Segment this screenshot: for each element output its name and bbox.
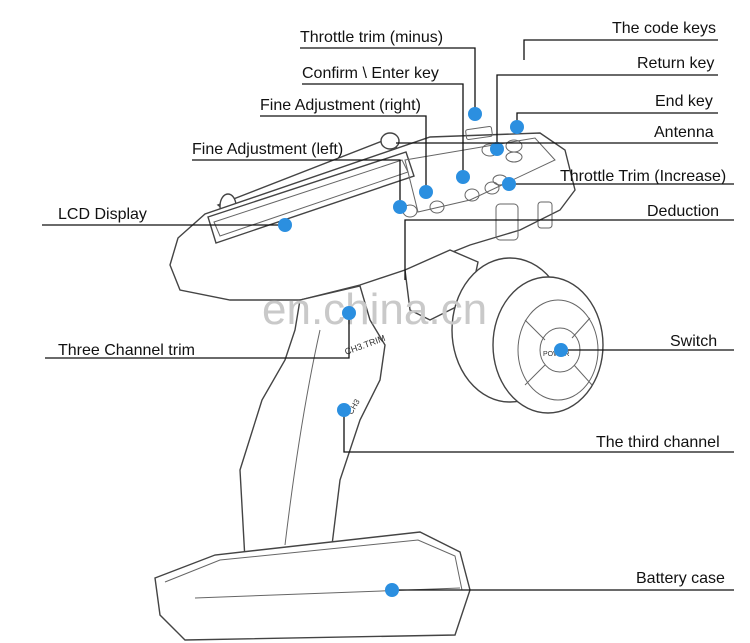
callout-code-keys: The code keys: [523, 20, 718, 60]
callout-third-channel: The third channel: [337, 403, 734, 453]
leader-line: [260, 115, 427, 191]
label-throttle-trim-increase: Throttle Trim (Increase): [560, 168, 726, 185]
callout-deduction: Deduction: [404, 203, 734, 280]
callout-end-key: End key: [510, 93, 718, 134]
label-code-keys: The code keys: [612, 20, 716, 37]
callout-dot: [502, 177, 516, 191]
label-fine-adj-left: Fine Adjustment (left): [192, 141, 343, 158]
callout-antenna: Antenna: [396, 124, 718, 144]
callout-three-channel-trim: Three Channel trim: [45, 306, 356, 359]
callout-dot: [456, 170, 470, 184]
callout-dot: [278, 218, 292, 232]
label-throttle-trim-minus: Throttle trim (minus): [300, 29, 443, 46]
callout-battery-case: Battery case: [385, 570, 734, 597]
label-third-channel: The third channel: [596, 434, 720, 451]
label-end-key: End key: [655, 93, 713, 110]
upper-housing: [169, 132, 576, 301]
callout-switch: Switch: [554, 333, 734, 357]
label-fine-adj-right: Fine Adjustment (right): [260, 97, 421, 114]
transmitter-drawing: CH3.TRIM CH3 POWER: [154, 125, 604, 641]
label-return-key: Return key: [637, 55, 714, 72]
steering-wheel: [451, 257, 604, 414]
callout-dot: [393, 200, 407, 214]
label-deduction: Deduction: [647, 203, 719, 220]
callout-dot: [385, 583, 399, 597]
label-confirm-enter: Confirm \ Enter key: [302, 65, 439, 82]
callout-return-key: Return key: [490, 55, 718, 156]
callout-dot: [554, 343, 568, 357]
label-three-channel-trim: Three Channel trim: [58, 342, 195, 359]
label-antenna: Antenna: [654, 124, 714, 141]
leader-line: [496, 74, 718, 148]
callout-throttle-trim-increase: Throttle Trim (Increase): [502, 168, 734, 191]
callout-fine-adj-left: Fine Adjustment (left): [192, 141, 407, 214]
callout-lcd-display: LCD Display: [42, 206, 292, 232]
leader-line: [300, 47, 476, 113]
callout-dot: [468, 107, 482, 121]
callout-dot: [342, 306, 356, 320]
leader-line: [404, 219, 734, 280]
label-lcd-display: LCD Display: [58, 206, 147, 223]
battery-base: [154, 531, 471, 641]
leader-line: [45, 312, 350, 359]
lcd-panel: [207, 151, 415, 244]
callout-dot: [337, 403, 351, 417]
callout-dot: [510, 120, 524, 134]
label-switch: Switch: [670, 333, 717, 350]
callout-confirm-enter: Confirm \ Enter key: [302, 65, 470, 184]
leader-line: [343, 411, 734, 453]
leader-line: [302, 83, 464, 176]
callout-dot: [490, 142, 504, 156]
callout-dot: [419, 185, 433, 199]
label-battery-case: Battery case: [636, 570, 725, 587]
watermark-text: en.china.cn: [262, 285, 487, 334]
callout-throttle-trim-minus: Throttle trim (minus): [300, 29, 482, 121]
leader-line: [192, 159, 401, 206]
callout-fine-adj-right: Fine Adjustment (right): [260, 97, 433, 199]
leader-line: [523, 39, 718, 60]
